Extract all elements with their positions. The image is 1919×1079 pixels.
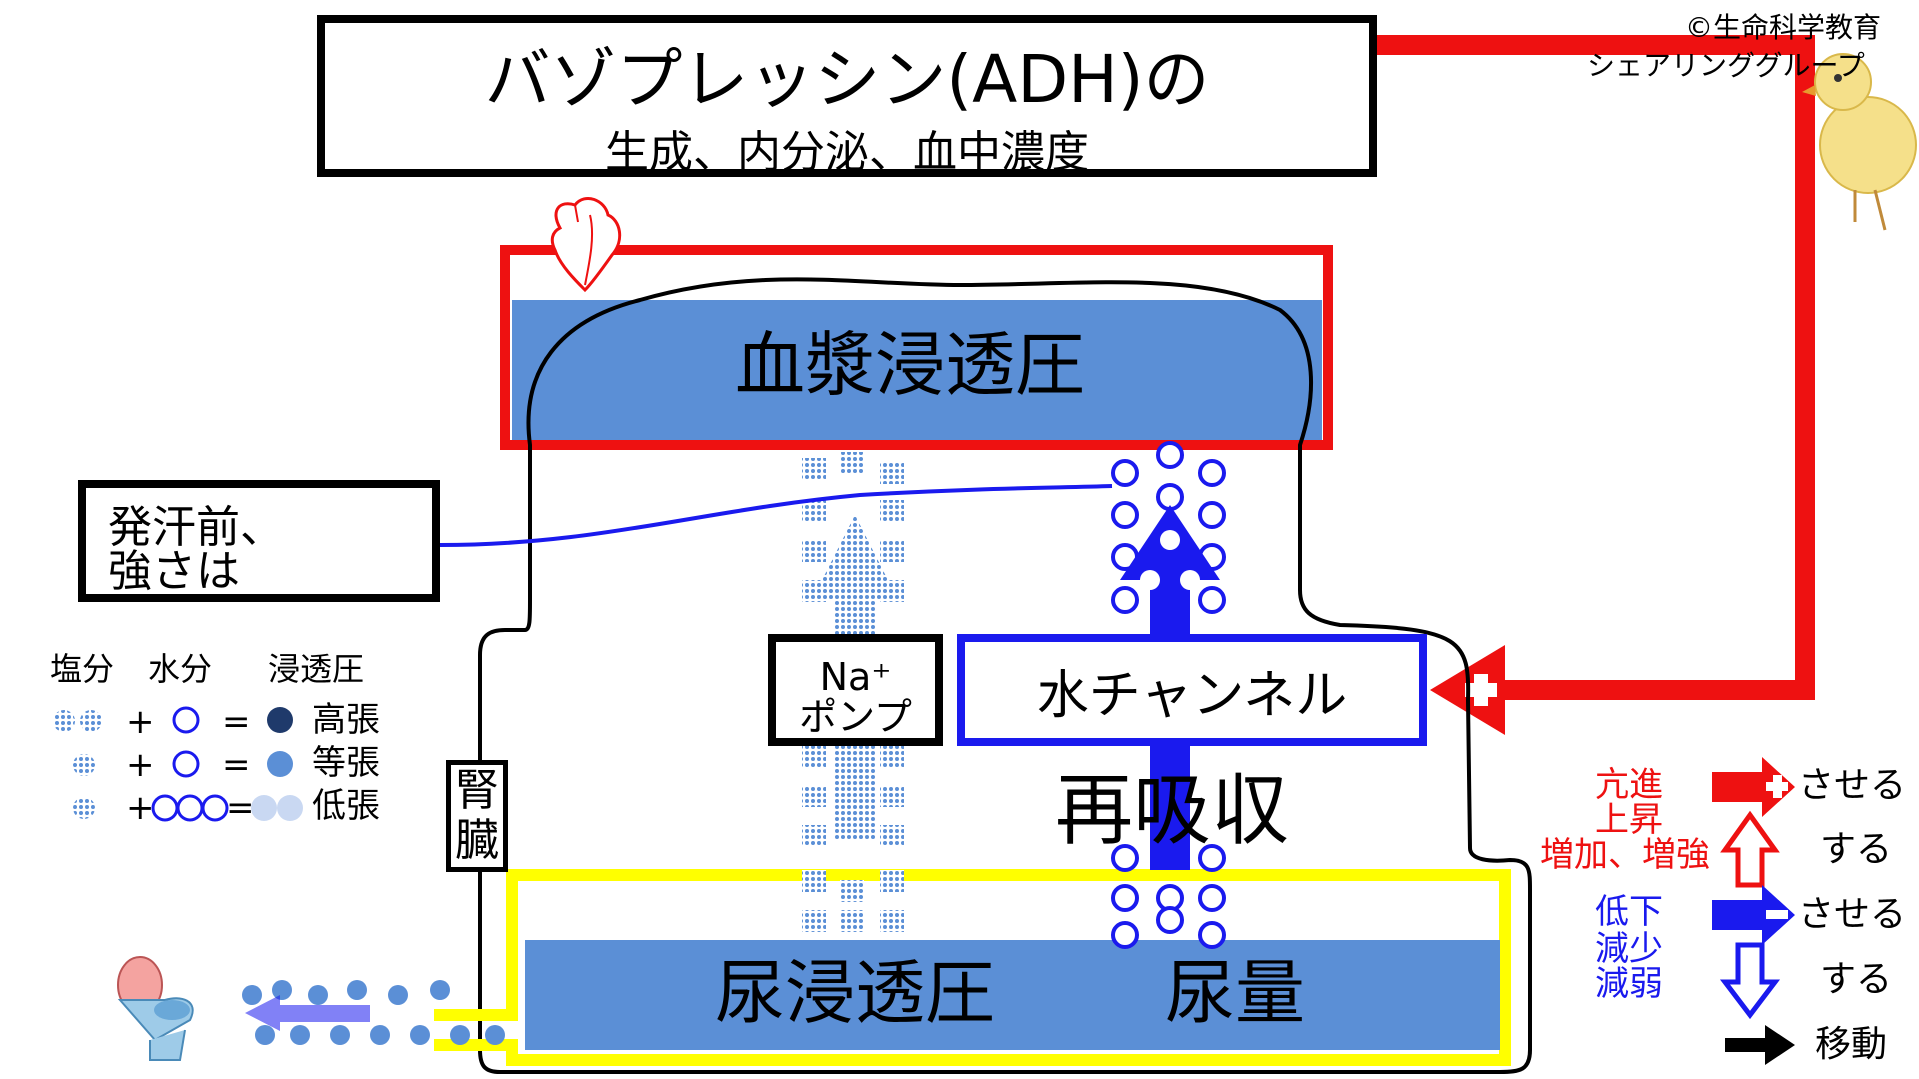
urine-tube — [434, 869, 1511, 1066]
legend-left-dots — [53, 706, 303, 822]
legend-move: 移動 — [1815, 1024, 1888, 1065]
legend-do-down: する — [1820, 959, 1893, 1000]
heart-icon — [550, 197, 622, 293]
legend-plus-2: + — [126, 745, 155, 785]
urine-outflow — [242, 980, 505, 1045]
legend-do-up: する — [1820, 829, 1893, 870]
legend-promote: させる — [1798, 765, 1907, 806]
legend-down-word-1: 低下 — [1595, 892, 1663, 932]
legend-header-salt: 塩分 — [50, 650, 115, 688]
na-pump-line1: Na⁺ — [819, 655, 892, 699]
kidney-char2: 臓 — [455, 815, 499, 866]
urine-osmotic-label: 尿浸透圧 — [715, 952, 995, 1034]
urine-volume-label: 尿量 — [1165, 952, 1305, 1034]
water-channel-label: 水チャンネル — [1036, 666, 1348, 726]
water-channel-box: 水チャンネル — [957, 634, 1427, 746]
legend-row3-label: 低張 — [312, 786, 380, 826]
na-pump-box: Na⁺ ポンプ — [768, 634, 943, 746]
sweat-line2: 強さは — [108, 546, 240, 597]
legend-plus-3: + — [126, 788, 155, 828]
legend-right-arrows — [1712, 757, 1795, 1065]
copyright-line1: ©生命科学教育 — [1685, 11, 1882, 44]
kidney-label-box: 腎 臓 — [446, 760, 508, 872]
sweat-box: 発汗前、 強さは — [78, 480, 440, 602]
sweat-line1: 発汗前、 — [108, 502, 284, 553]
legend-eq-2: = — [222, 745, 251, 785]
legend-plus-1: + — [126, 702, 155, 742]
legend-header-water: 水分 — [148, 650, 213, 688]
plasma-band — [512, 300, 1322, 440]
title-box: バゾプレッシン(ADH)の 生成、内分泌、血中濃度 — [317, 15, 1377, 177]
legend-down-word-3: 減弱 — [1595, 964, 1663, 1004]
legend-up-word-3: 増加、増強 — [1540, 835, 1710, 875]
legend-eq-3: = — [226, 788, 255, 828]
feedback-line — [1377, 35, 1815, 700]
legend-reduce: させる — [1798, 894, 1907, 935]
legend-header-osm: 浸透圧 — [268, 650, 365, 688]
reabsorption-label: 再吸収 — [1055, 766, 1290, 856]
body-outline — [478, 277, 1532, 1074]
sweat-connector-line — [439, 484, 1113, 547]
legend-row2-label: 等張 — [312, 743, 380, 783]
legend-up-word-2: 上昇 — [1595, 800, 1663, 840]
kidney-char1: 腎 — [455, 765, 499, 816]
legend-down-word-2: 減少 — [1595, 929, 1663, 969]
title-line2: 生成、内分泌、血中濃度 — [605, 127, 1089, 178]
na-pump-line2: ポンプ — [799, 695, 912, 739]
urine-band — [525, 940, 1500, 1050]
copyright-line2: シェアリンググループ — [1587, 49, 1865, 82]
legend-row1-label: 高張 — [312, 700, 380, 740]
legend-up-word-1: 亢進 — [1595, 765, 1663, 805]
legend-eq-1: = — [222, 702, 251, 742]
plasma-label: 血漿浸透圧 — [735, 324, 1085, 406]
toilet-icon — [117, 956, 194, 1061]
title-line1: バゾプレッシン(ADH)の — [484, 41, 1210, 118]
circulation-box — [500, 245, 1333, 450]
chick-icon — [1802, 53, 1917, 231]
